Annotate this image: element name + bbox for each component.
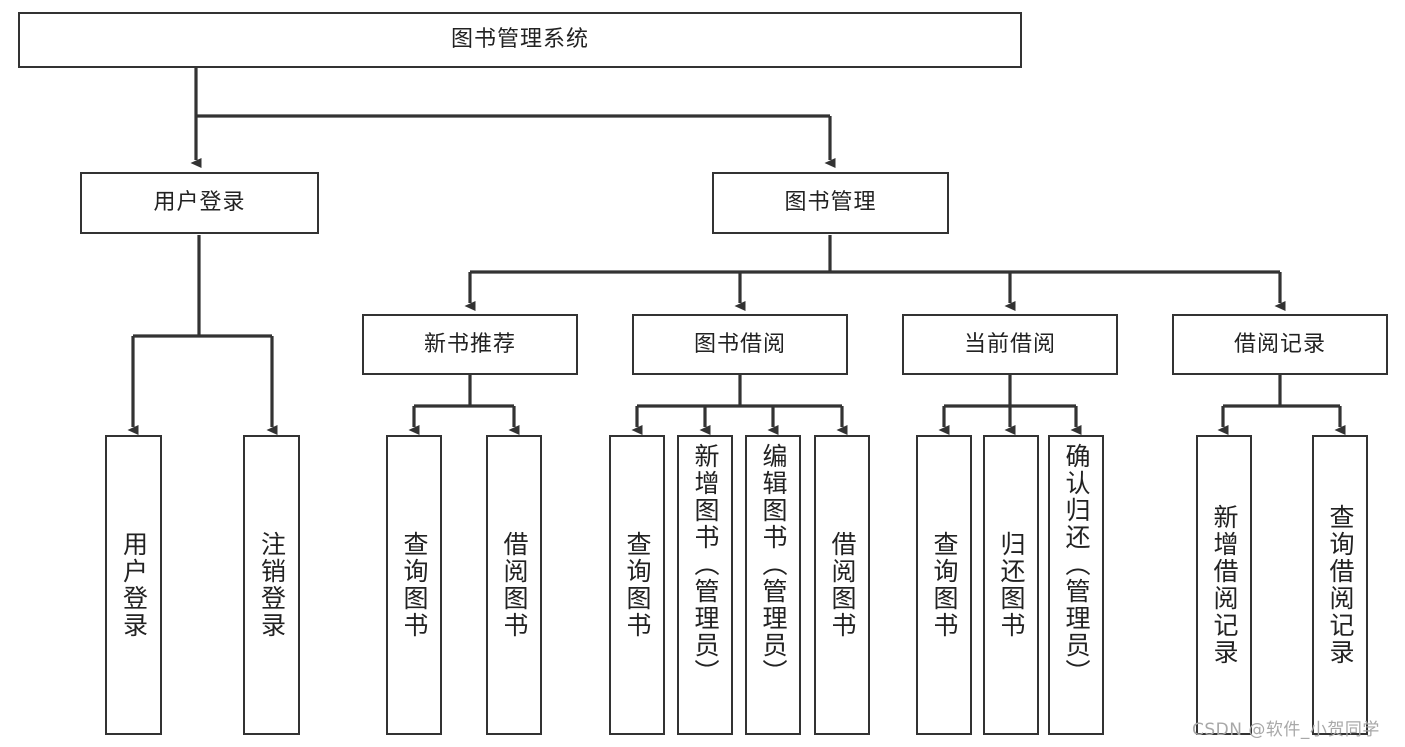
leaf-user-logout-label: 注销登录 (257, 531, 287, 639)
leaf-confirm-return-label: 确认归还（管理员） (1062, 443, 1091, 686)
leaf-query-book-2-label: 查询图书 (623, 531, 652, 639)
leaf-user-login[interactable]: 用户登录 (105, 435, 162, 735)
node-book-borrow-label: 图书借阅 (693, 331, 786, 357)
leaf-query-record-label: 查询借阅记录 (1326, 504, 1355, 666)
node-current-borrow[interactable]: 当前借阅 (902, 314, 1118, 375)
node-current-borrow-label: 当前借阅 (963, 331, 1056, 357)
node-book-manage-label: 图书管理 (784, 190, 877, 216)
leaf-query-record[interactable]: 查询借阅记录 (1312, 435, 1368, 735)
leaf-return-book[interactable]: 归还图书 (983, 435, 1039, 735)
leaf-borrow-book-2-label: 借阅图书 (828, 531, 857, 639)
leaf-add-book-label: 新增图书（管理员） (691, 443, 720, 686)
node-root-label: 图书管理系统 (450, 27, 589, 53)
leaf-add-record-label: 新增借阅记录 (1210, 504, 1239, 666)
leaf-query-book-1-label: 查询图书 (400, 531, 429, 639)
leaf-borrow-book-1-label: 借阅图书 (500, 531, 529, 639)
leaf-user-logout[interactable]: 注销登录 (243, 435, 300, 735)
leaf-borrow-book-1[interactable]: 借阅图书 (486, 435, 542, 735)
node-user-login[interactable]: 用户登录 (80, 172, 319, 234)
node-root[interactable]: 图书管理系统 (18, 12, 1022, 68)
leaf-confirm-return[interactable]: 确认归还（管理员） (1048, 435, 1104, 735)
leaf-user-login-label: 用户登录 (119, 531, 149, 639)
leaf-query-book-1[interactable]: 查询图书 (386, 435, 442, 735)
node-new-book-rec[interactable]: 新书推荐 (362, 314, 578, 375)
leaf-edit-book[interactable]: 编辑图书（管理员） (745, 435, 801, 735)
node-borrow-record-label: 借阅记录 (1233, 331, 1326, 357)
leaf-query-book-2[interactable]: 查询图书 (609, 435, 665, 735)
leaf-add-record[interactable]: 新增借阅记录 (1196, 435, 1252, 735)
leaf-borrow-book-2[interactable]: 借阅图书 (814, 435, 870, 735)
node-borrow-record[interactable]: 借阅记录 (1172, 314, 1388, 375)
node-new-book-rec-label: 新书推荐 (423, 331, 516, 357)
leaf-return-book-label: 归还图书 (997, 531, 1026, 639)
csdn-watermark: CSDN @软件_小贺同学 (1192, 720, 1380, 740)
leaf-add-book[interactable]: 新增图书（管理员） (677, 435, 733, 735)
leaf-query-book-3[interactable]: 查询图书 (916, 435, 972, 735)
node-book-borrow[interactable]: 图书借阅 (632, 314, 848, 375)
node-user-login-label: 用户登录 (153, 190, 246, 216)
leaf-edit-book-label: 编辑图书（管理员） (759, 443, 788, 686)
node-book-manage[interactable]: 图书管理 (712, 172, 949, 234)
leaf-query-book-3-label: 查询图书 (930, 531, 959, 639)
